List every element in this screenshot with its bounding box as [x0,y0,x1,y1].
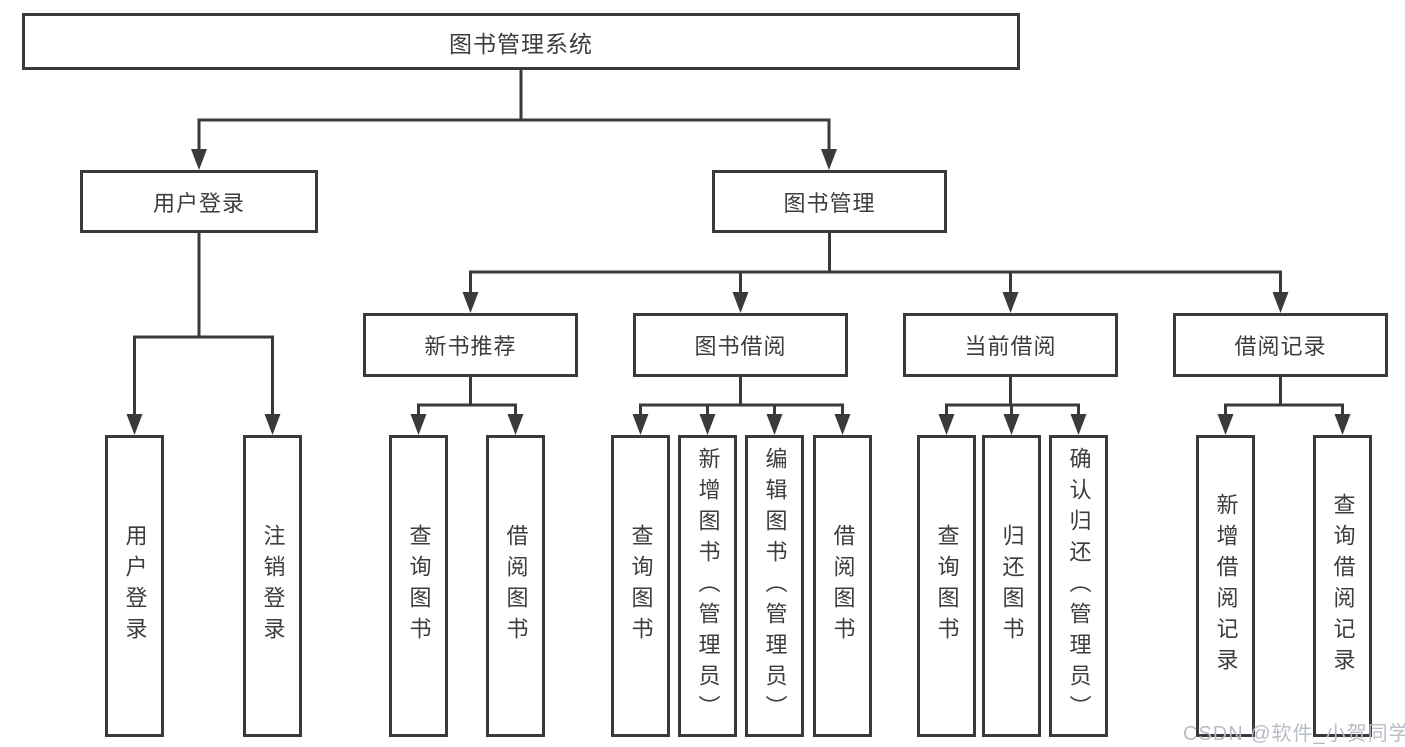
leaf-edit-book-admin: 编辑图书（管理员） [745,435,804,737]
leaf-add-borrow-record-label: 新增借阅记录 [1213,493,1239,679]
arrowhead [1003,414,1020,435]
leaf-user-login-label: 用户登录 [122,524,148,648]
leaf-query-borrow-record-label: 查询借阅记录 [1330,493,1356,679]
arrowhead [264,414,281,435]
node-current-borrow: 当前借阅 [903,313,1118,377]
node-new-book-recommend-label: 新书推荐 [424,334,517,359]
arrowhead [462,292,479,313]
arrowhead [1217,414,1234,435]
leaf-query-books-borrow-label: 查询图书 [628,524,654,648]
node-borrow-records-label: 借阅记录 [1234,334,1327,359]
leaf-confirm-return-admin: 确认归还（管理员） [1049,435,1108,737]
node-book-borrow-label: 图书借阅 [694,334,787,359]
node-new-book-recommend: 新书推荐 [363,313,578,377]
node-borrow-records: 借阅记录 [1173,313,1388,377]
leaf-borrow-books-recommend-label: 借阅图书 [503,524,529,648]
node-current-borrow-label: 当前借阅 [964,334,1057,359]
arrowhead [1002,292,1019,313]
arrowhead [834,414,851,435]
arrowhead [1070,414,1087,435]
node-book-borrow: 图书借阅 [633,313,848,377]
node-book-management-label: 图书管理 [783,190,876,216]
arrowhead [1334,414,1351,435]
arrowhead [126,414,143,435]
leaf-query-books-recommend-label: 查询图书 [406,524,432,648]
watermark: CSDN @软件_小贺同学 [1183,723,1405,745]
leaf-borrow-books: 借阅图书 [813,435,872,737]
arrowhead [191,149,207,170]
leaf-query-borrow-record: 查询借阅记录 [1313,435,1372,737]
arrowhead [1272,292,1289,313]
leaf-add-book-admin: 新增图书（管理员） [678,435,737,737]
leaf-return-books-label: 归还图书 [999,524,1025,648]
arrowhead [821,149,837,170]
node-user-login: 用户登录 [80,170,318,233]
arrowhead [632,414,649,435]
arrowhead [699,414,716,435]
node-root: 图书管理系统 [22,13,1020,70]
leaf-logout-label: 注销登录 [260,524,286,648]
leaf-borrow-books-recommend: 借阅图书 [486,435,545,737]
leaf-return-books: 归还图书 [982,435,1041,737]
leaf-add-book-admin-label: 新增图书（管理员） [695,446,721,726]
arrowhead [410,414,427,435]
leaf-confirm-return-admin-label: 确认归还（管理员） [1066,446,1092,726]
node-root-label: 图书管理系统 [449,30,593,57]
leaf-query-books-borrow: 查询图书 [611,435,670,737]
arrowhead [938,414,955,435]
arrowhead [507,414,524,435]
leaf-logout: 注销登录 [243,435,302,737]
arrowhead [732,292,749,313]
leaf-query-books-recommend: 查询图书 [389,435,448,737]
leaf-user-login: 用户登录 [105,435,164,737]
node-user-login-label: 用户登录 [152,190,245,216]
arrowhead [766,414,783,435]
node-book-management: 图书管理 [712,170,947,233]
leaf-add-borrow-record: 新增借阅记录 [1196,435,1255,737]
leaf-query-books-current: 查询图书 [917,435,976,737]
leaf-query-books-current-label: 查询图书 [934,524,960,648]
leaf-edit-book-admin-label: 编辑图书（管理员） [762,446,788,726]
leaf-borrow-books-label: 借阅图书 [830,524,856,648]
